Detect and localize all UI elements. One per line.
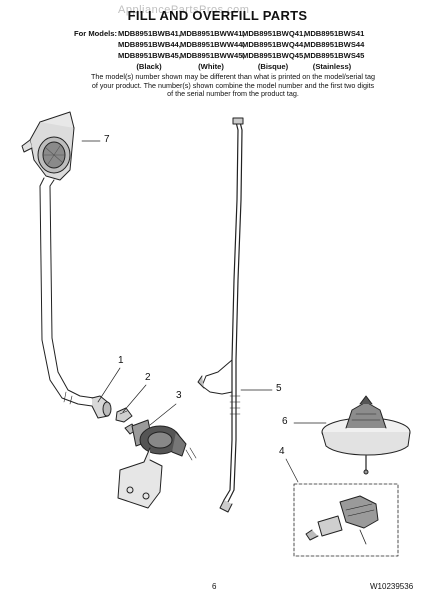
model-number: MDB8951BWS45	[304, 51, 365, 60]
part-3-water-valve	[117, 419, 197, 509]
model-number: MDB8951BWW41,	[180, 29, 245, 38]
part-2-fitting	[115, 407, 133, 423]
part-4-float-switch	[293, 483, 399, 557]
model-number: MDB8951BWW45,	[180, 51, 245, 60]
model-number: MDB8951BWQ41,	[242, 29, 306, 38]
callout-7: 7	[104, 134, 110, 145]
color-label: (White)	[198, 62, 224, 71]
watermark: AppliancePartsPros.com	[118, 4, 250, 16]
callout-4: 4	[279, 446, 285, 457]
models-label: For Models:	[74, 29, 118, 38]
callout-5: 5	[276, 383, 282, 394]
model-number: MDB8951BWB45,	[118, 51, 181, 60]
part-1-fill-hose	[39, 177, 112, 419]
color-label: (Black)	[136, 62, 162, 71]
document-code: W10239536	[370, 582, 414, 591]
model-number: MDB8951BWB41,	[118, 29, 181, 38]
model-number: MDB8951BWQ45,	[242, 51, 306, 60]
color-label: (Bisque)	[257, 62, 289, 71]
page-number: 6	[212, 582, 217, 591]
callout-2: 2	[145, 372, 151, 383]
page-title: FILL AND OVERFILL PARTS	[127, 8, 308, 23]
callout-1: 1	[118, 355, 124, 366]
callout-6: 6	[282, 416, 288, 427]
part-6-float	[321, 395, 411, 475]
model-number: MDB8951BWQ44,	[242, 40, 306, 49]
color-label: (Stainless)	[312, 62, 352, 71]
part-5-wire-harness	[197, 117, 244, 513]
model-number: MDB8951BWS44	[304, 40, 365, 49]
model-list: For Models: MDB8951BWB41, MDB8951BWW41, …	[74, 28, 365, 72]
model-number: MDB8951BWB44,	[118, 40, 181, 49]
model-number: MDB8951BWW44,	[180, 40, 245, 49]
model-row-3: MDB8951BWB45, MDB8951BWW45, MDB8951BWQ45…	[74, 50, 365, 61]
callout-3: 3	[176, 390, 182, 401]
model-note: The model(s) number shown may be differe…	[91, 72, 375, 99]
model-row-1: For Models: MDB8951BWB41, MDB8951BWW41, …	[74, 28, 365, 39]
color-row: (Black) (White) (Bisque) (Stainless)	[74, 61, 360, 72]
model-row-2: MDB8951BWB44, MDB8951BWW44, MDB8951BWQ44…	[74, 39, 365, 50]
callout-leaders	[81, 140, 327, 483]
part-7-fill-funnel	[21, 111, 75, 181]
model-number: MDB8951BWS41	[304, 29, 365, 38]
